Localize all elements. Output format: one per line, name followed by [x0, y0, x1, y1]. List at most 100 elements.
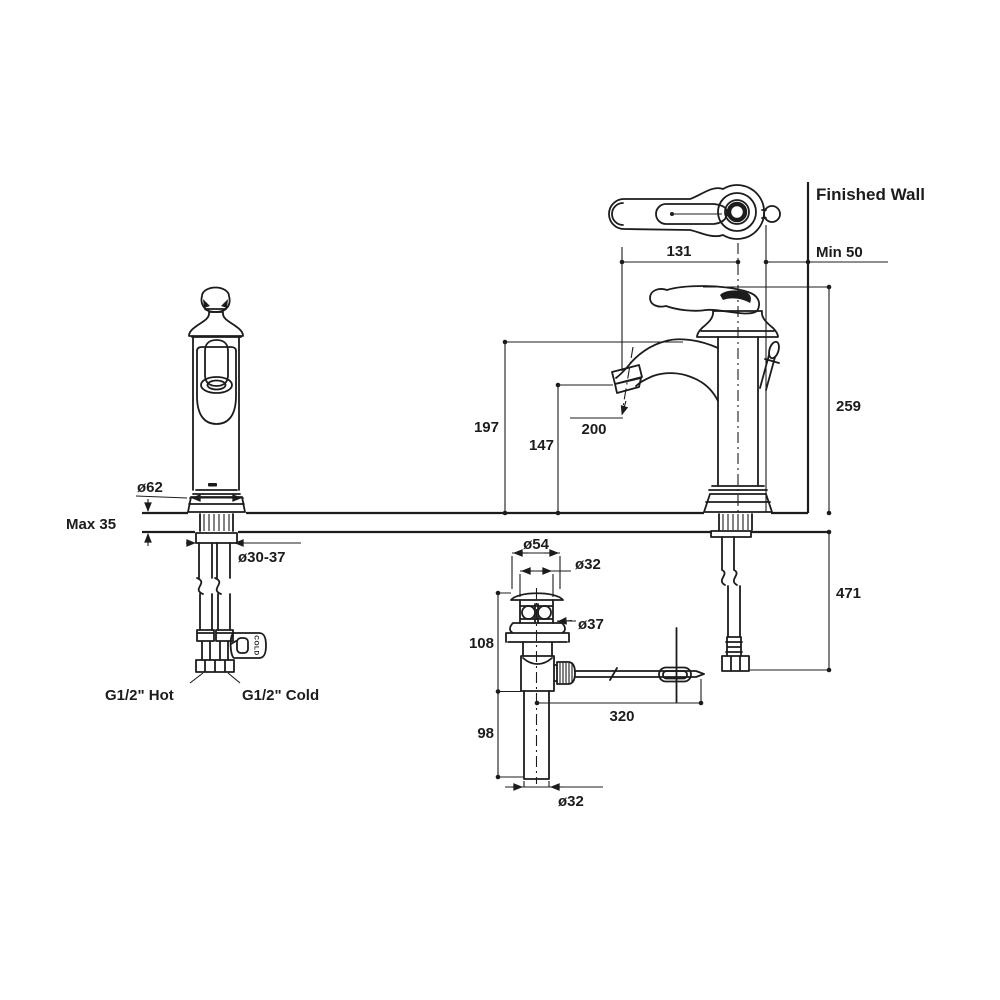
bonnet-side	[696, 310, 779, 338]
finished-wall-label: Finished Wall	[816, 185, 925, 204]
lift-rod-knob-side	[768, 340, 780, 360]
handle-front-silhouette	[196, 346, 237, 425]
cold-tag-outline	[229, 632, 267, 659]
grip-tip-inner	[206, 379, 227, 391]
dim-o37-text: ø37	[578, 616, 604, 633]
tailpipe	[523, 690, 550, 780]
dim-147-lines	[557, 384, 613, 513]
dim-200-leader	[570, 400, 626, 418]
knob-finial	[200, 286, 231, 313]
supply-hoses-front	[196, 542, 231, 631]
bonnet-front	[188, 311, 244, 338]
knob-neck	[761, 209, 767, 219]
dim-147-text: 147	[529, 437, 554, 454]
cold-tag-slot	[236, 637, 249, 654]
hose-end-nut-front	[195, 659, 235, 673]
cold-connection-label: G1/2" Cold	[242, 687, 319, 704]
dim-o32bottom-text: ø32	[558, 793, 584, 810]
strainer-deco-right	[537, 605, 552, 620]
deck-lines	[142, 511, 828, 534]
countertop	[142, 511, 828, 534]
dim-min50-lines	[765, 225, 888, 512]
dim-max35-text: Max 35	[66, 516, 116, 533]
body-column-side	[717, 336, 759, 487]
dim-108-text: 108	[469, 635, 494, 652]
supply-hose-side	[720, 536, 741, 638]
dim-min50-text: Min 50	[816, 244, 863, 261]
body-column-front	[192, 336, 240, 491]
dimension-o32-bottom: ø32	[505, 781, 603, 810]
dimension-471: 471	[750, 529, 861, 673]
knob-index-dots	[203, 299, 228, 308]
handle-grip-front	[204, 339, 229, 387]
hub-outer-ring	[717, 192, 757, 232]
lever-handle-side	[649, 285, 761, 315]
dimension-197: 197	[474, 339, 683, 516]
dim-108-98-lines	[497, 592, 523, 778]
dim-o37-leader	[557, 617, 573, 625]
hose-fittings	[196, 629, 234, 661]
lift-rod-side	[759, 354, 780, 391]
dim-o54-text: ø54	[523, 536, 550, 553]
pivot-knob	[553, 661, 576, 685]
hot-cold-leaders	[189, 672, 241, 684]
dimension-o62: ø62	[135, 479, 244, 502]
finished-wall: Finished Wall	[806, 182, 925, 513]
base-escutcheon-side	[703, 485, 773, 513]
dim-131-text: 131	[666, 243, 691, 260]
dim-259-lines	[703, 286, 830, 513]
dim-320-text: 320	[609, 708, 634, 725]
dim-320-lines	[537, 679, 702, 704]
hot-connection-label: G1/2" Hot	[105, 687, 174, 704]
dim-471-text: 471	[836, 585, 861, 602]
dimension-108-98: 108 98	[469, 590, 523, 780]
handle-cap-shade	[720, 290, 751, 303]
spout-curve	[615, 338, 719, 402]
hose-end-nut-side	[721, 655, 750, 672]
lift-rod-knob-top	[763, 205, 781, 223]
hub-inner-ring	[726, 201, 748, 223]
cold-tag-text: COLD	[253, 635, 260, 655]
hub-mid-ring	[724, 199, 750, 225]
dim-o3037-text: ø30-37	[238, 549, 286, 566]
dim-200-text: 200	[581, 421, 606, 438]
dim-o32bottom-lines	[505, 781, 603, 788]
pivot-rod	[574, 667, 705, 681]
lock-nut	[195, 513, 238, 544]
shank-flange-side	[710, 513, 753, 538]
grip-tip-ellipse	[200, 376, 233, 394]
dimension-320: 320	[534, 679, 704, 725]
handle-ridge-dot	[670, 212, 674, 216]
dimension-o32-top: ø32	[519, 556, 601, 597]
side-view-faucet	[611, 243, 780, 672]
dimension-min50: Min 50	[763, 225, 888, 512]
shank-threads-front	[203, 514, 230, 531]
strainer-deco-left	[521, 605, 536, 620]
top-view-handle	[608, 184, 781, 240]
brand-mark	[208, 483, 217, 487]
dim-259-text: 259	[836, 398, 861, 415]
strainer-body	[519, 599, 554, 624]
clevis-strap	[658, 666, 692, 683]
handle-silhouette	[608, 184, 765, 240]
dimension-o30-37: ø30-37	[186, 539, 301, 566]
drain-flange	[505, 622, 570, 643]
dimension-131: 131	[619, 243, 741, 371]
dimension-259: 259	[703, 284, 861, 516]
dim-98-text: 98	[477, 725, 494, 742]
dim-471-lines	[750, 532, 830, 671]
dim-o62-text: ø62	[137, 479, 163, 496]
aerator	[611, 364, 643, 394]
dimension-o37: ø37	[557, 616, 604, 633]
base-escutcheon-front	[187, 489, 246, 513]
clevis-inner	[662, 670, 688, 680]
dimension-o54: ø54	[511, 536, 561, 589]
dimension-147: 147	[529, 382, 613, 516]
shank-threads-side	[722, 514, 749, 530]
drain-tee-body	[520, 655, 555, 692]
dimension-max35: Max 35	[66, 499, 152, 546]
handle-top-face	[655, 203, 728, 225]
pivot-knob-knurl	[559, 663, 573, 683]
dim-197-lines	[504, 341, 683, 513]
